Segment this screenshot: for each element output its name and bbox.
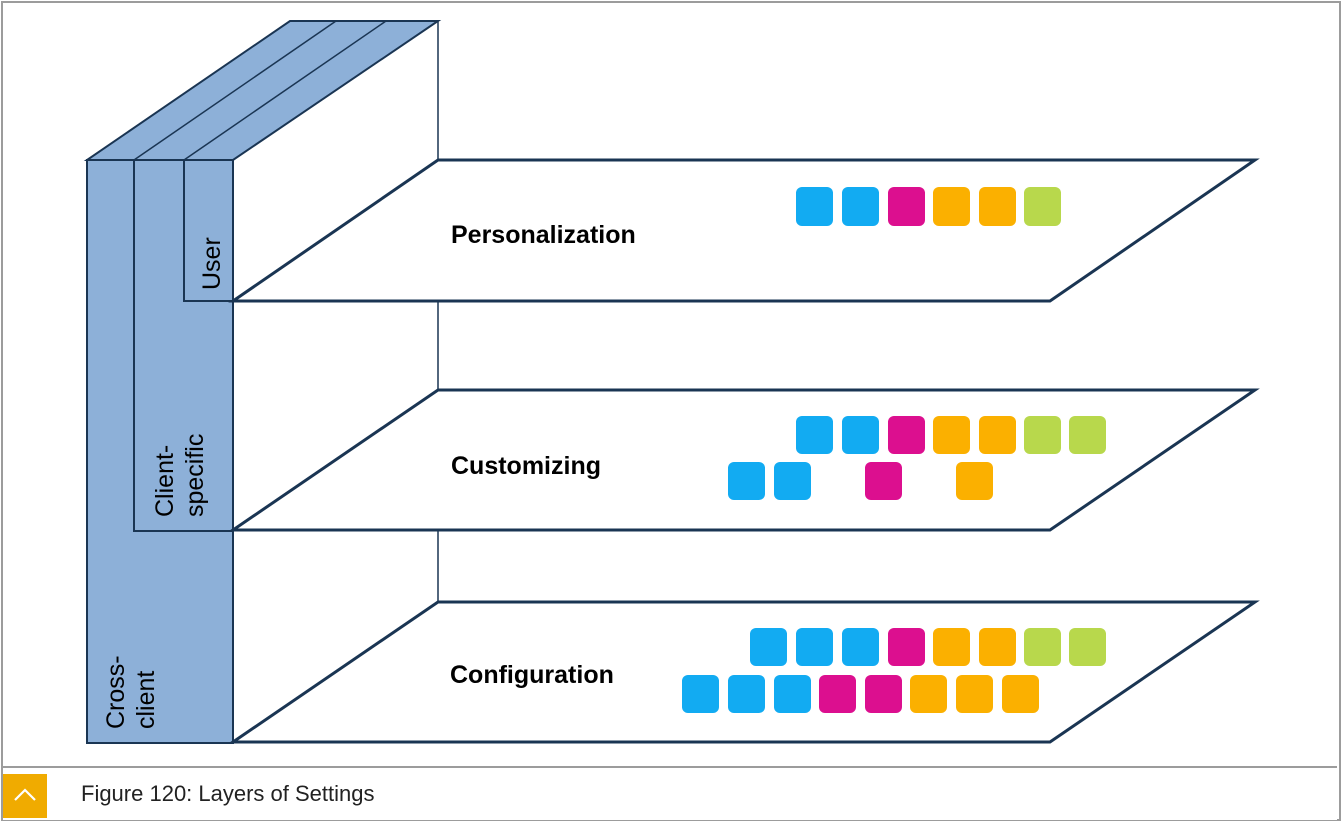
tile-green	[1024, 416, 1061, 454]
figure-caption-bar: Figure 120: Layers of Settings	[3, 766, 1337, 820]
plane-label-personalization: Personalization	[451, 221, 636, 249]
tab-label-user: User	[198, 237, 226, 290]
plane-label-configuration: Configuration	[450, 661, 614, 689]
figure-caption: Figure 120: Layers of Settings	[81, 781, 375, 806]
tab-label-client-specific: Client- specific	[151, 434, 209, 517]
tab-label-cross-client: Cross- client	[102, 648, 160, 729]
tile-orange	[933, 187, 970, 226]
tile-orange	[979, 416, 1016, 454]
plane-customizing: Customizing	[228, 388, 1260, 532]
tile-blue	[774, 462, 811, 500]
tile-blue	[842, 187, 879, 226]
tile-orange	[1002, 675, 1039, 713]
tile-blue	[842, 416, 879, 454]
tile-orange	[933, 628, 970, 666]
tile-blue	[728, 675, 765, 713]
tile-group-customizing	[728, 416, 1106, 500]
tile-magenta	[819, 675, 856, 713]
tile-blue	[728, 462, 765, 500]
plane-personalization: Personalization	[228, 158, 1260, 303]
tile-orange	[956, 675, 993, 713]
tile-green	[1024, 628, 1061, 666]
plane-label-customizing: Customizing	[451, 452, 601, 480]
tile-orange	[956, 462, 993, 500]
plane-configuration: Configuration	[228, 600, 1260, 744]
tile-blue	[774, 675, 811, 713]
tile-green	[1024, 187, 1061, 226]
plane-shape	[228, 158, 1260, 303]
tile-magenta	[865, 462, 902, 500]
plane-shape	[228, 388, 1260, 532]
collapse-toggle-button[interactable]	[3, 774, 47, 818]
tile-green	[1069, 628, 1106, 666]
plane-shape	[228, 600, 1260, 744]
tile-group-configuration	[682, 628, 1106, 713]
stack-top-face	[83, 20, 442, 161]
tile-magenta	[888, 416, 925, 454]
tile-blue	[796, 628, 833, 666]
tile-group-personalization	[796, 187, 1061, 226]
layers-diagram: User Client- specific Cross- client Pers…	[83, 20, 1260, 744]
tile-orange	[979, 628, 1016, 666]
tile-orange	[979, 187, 1016, 226]
tile-blue	[842, 628, 879, 666]
tile-blue	[750, 628, 787, 666]
tile-magenta	[865, 675, 902, 713]
tile-orange	[933, 416, 970, 454]
user-panel	[183, 159, 234, 302]
tile-blue	[796, 416, 833, 454]
tile-magenta	[888, 187, 925, 226]
tile-orange	[910, 675, 947, 713]
tile-magenta	[888, 628, 925, 666]
tile-blue	[682, 675, 719, 713]
tile-blue	[796, 187, 833, 226]
layer-tabs: User Client- specific Cross- client	[83, 20, 442, 744]
tile-green	[1069, 416, 1106, 454]
stack-top-divider	[133, 20, 337, 161]
stack-top-divider	[183, 20, 387, 161]
chevron-up-icon	[14, 788, 36, 801]
